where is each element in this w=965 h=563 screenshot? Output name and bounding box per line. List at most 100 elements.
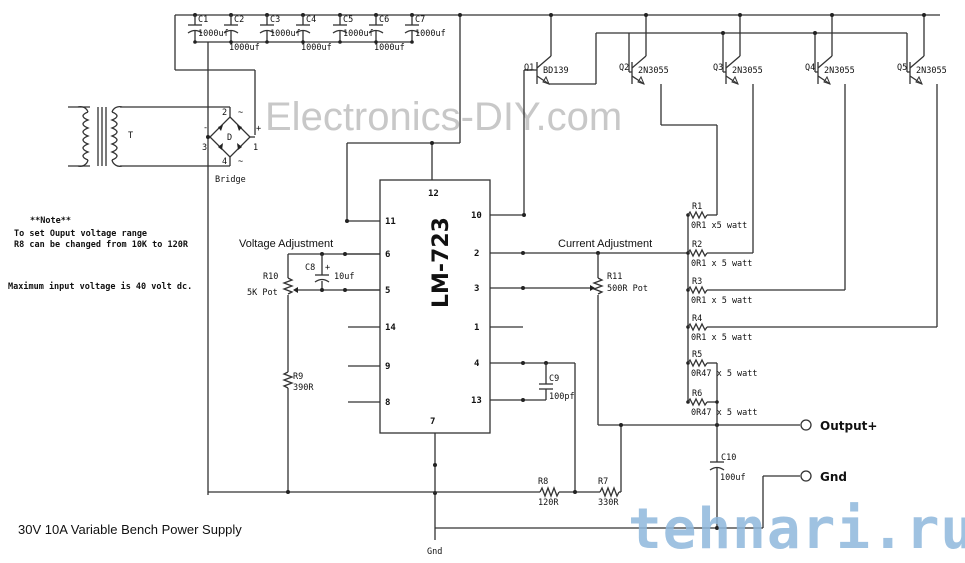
- transistor-part: 2N3055: [638, 66, 669, 76]
- cap-ref: C6: [379, 15, 389, 25]
- bridge-ac-1: ~: [238, 108, 243, 118]
- resistor-ref: R1: [692, 202, 702, 212]
- note-line-3: Maximum input voltage is 40 volt dc.: [8, 281, 192, 292]
- cap-value: 1000uf: [374, 43, 405, 53]
- resistor-value: 0R1 x 5 watt: [691, 333, 752, 343]
- pin-10: 10: [471, 211, 482, 221]
- note-line-1: To set Ouput voltage range: [14, 229, 147, 239]
- bridge-ref: D: [227, 133, 232, 143]
- r9-value: 390R: [293, 383, 314, 393]
- resistor-value: 0R1 x 5 watt: [691, 259, 752, 269]
- pin-6: 6: [385, 250, 390, 260]
- current-adjustment-label: Current Adjustment: [558, 238, 652, 250]
- cap-ref: C7: [415, 15, 425, 25]
- cap-value: 1000uf: [198, 29, 229, 39]
- gnd-terminal: Gnd: [820, 470, 847, 484]
- cap-ref: C4: [306, 15, 316, 25]
- c9-value: 100pf: [549, 392, 575, 402]
- current-adjustment: Current Adjustment R11 500R Pot: [490, 238, 688, 425]
- filter-cap-c5: C5 1000uf: [332, 13, 374, 44]
- emitter-resistor-r6: R6 0R47 x 5 watt: [686, 389, 758, 418]
- r8-value: 120R: [538, 498, 559, 508]
- bridge-pin-1: 1: [253, 143, 258, 153]
- transistor-part: 2N3055: [732, 66, 763, 76]
- page-title: 30V 10A Variable Bench Power Supply: [18, 522, 242, 537]
- c8-value: 10uf: [334, 272, 354, 282]
- transformer-label: T: [128, 131, 133, 141]
- pin-14: 14: [385, 323, 396, 333]
- cap-ref: C1: [198, 15, 208, 25]
- c8-ref: C8: [305, 263, 315, 273]
- resistor-ref: R5: [692, 350, 702, 360]
- transistor-ref: Q3: [713, 63, 723, 73]
- emitter-resistor-r2: R2 0R1 x 5 watt: [686, 240, 753, 269]
- c8-plus: +: [325, 263, 330, 273]
- pin-1: 1: [474, 323, 479, 333]
- filter-cap-c7: C7 1000uf: [404, 13, 446, 44]
- bridge-pin-2: 2: [222, 108, 227, 118]
- filter-cap-c4: C4 1000uf: [295, 13, 332, 53]
- r7-ref: R7: [598, 477, 608, 487]
- pin-7: 7: [430, 417, 435, 427]
- r10-ref: R10: [263, 272, 278, 282]
- transistor-ref: Q5: [897, 63, 907, 73]
- resistor-value: 0R1 x5 watt: [691, 221, 747, 231]
- transistor-part: 2N3055: [824, 66, 855, 76]
- voltage-adjustment-label: Voltage Adjustment: [239, 238, 333, 250]
- cap-value: 1000uf: [301, 43, 332, 53]
- watermark-electronics-diy: Electronics-DIY.com: [265, 95, 622, 139]
- cap-ref: C5: [343, 15, 353, 25]
- cap-value: 1000uf: [229, 43, 260, 53]
- resistor-ref: R3: [692, 277, 702, 287]
- cap-value: 1000uf: [343, 29, 374, 39]
- feedback-resistors: R8 120R R7 330R: [538, 425, 622, 508]
- capacitor-bank: C11000ufC21000ufC31000ufC41000ufC51000uf…: [174, 13, 940, 495]
- pin-13: 13: [471, 396, 482, 406]
- r11-ref: R11: [607, 272, 622, 282]
- transistor-q3: Q3 2N3055: [713, 13, 763, 85]
- resistor-value: 0R47 x 5 watt: [691, 408, 758, 418]
- r8-ref: R8: [538, 477, 548, 487]
- pin-9: 9: [385, 362, 390, 372]
- compensation: C9 100pf: [490, 361, 576, 492]
- filter-cap-c6: C6 1000uf: [368, 13, 405, 53]
- pin-5: 5: [385, 286, 390, 296]
- bridge-label: Bridge: [215, 175, 246, 185]
- note-heading: **Note**: [30, 216, 71, 226]
- transistor-ref: Q2: [619, 63, 629, 73]
- pin-11: 11: [385, 217, 396, 227]
- r9-ref: R9: [293, 372, 303, 382]
- transistor-ref: Q1: [524, 63, 534, 73]
- resistor-ref: R6: [692, 389, 702, 399]
- cap-value: 1000uf: [270, 29, 301, 39]
- transistor-ref: Q4: [805, 63, 815, 73]
- filter-cap-c1: C1 1000uf: [187, 13, 229, 44]
- resistor-value: 0R47 x 5 watt: [691, 369, 758, 379]
- output-section: Output+ C10 100uf Gnd: [598, 419, 877, 530]
- c10-ref: C10: [721, 453, 736, 463]
- bridge-plus: +: [256, 124, 261, 134]
- emitter-resistor-r4: R4 0R1 x 5 watt: [686, 314, 937, 343]
- note-line-2: R8 can be changed from 10K to 120R: [14, 240, 189, 250]
- emitter-resistor-r1: R1 0R1 x5 watt: [686, 202, 747, 231]
- voltage-adjustment: Voltage Adjustment C8 + 10uf R10 5K Pot …: [208, 238, 540, 494]
- bridge-ac-2: ~: [238, 157, 243, 167]
- output-plus-terminal: Output+: [820, 419, 877, 433]
- c10-value: 100uf: [720, 473, 746, 483]
- pin-4: 4: [474, 359, 480, 369]
- r10-value: 5K Pot: [247, 288, 278, 298]
- bridge-pin-4: 4: [222, 157, 227, 167]
- resistor-ref: R4: [692, 314, 702, 324]
- transistor-part: 2N3055: [916, 66, 947, 76]
- bridge-rectifier: D 2 1 3 4 + - ~ ~ Bridge: [202, 107, 261, 185]
- cap-value: 1000uf: [415, 29, 446, 39]
- pin-8: 8: [385, 398, 390, 408]
- resistor-ref: R2: [692, 240, 702, 250]
